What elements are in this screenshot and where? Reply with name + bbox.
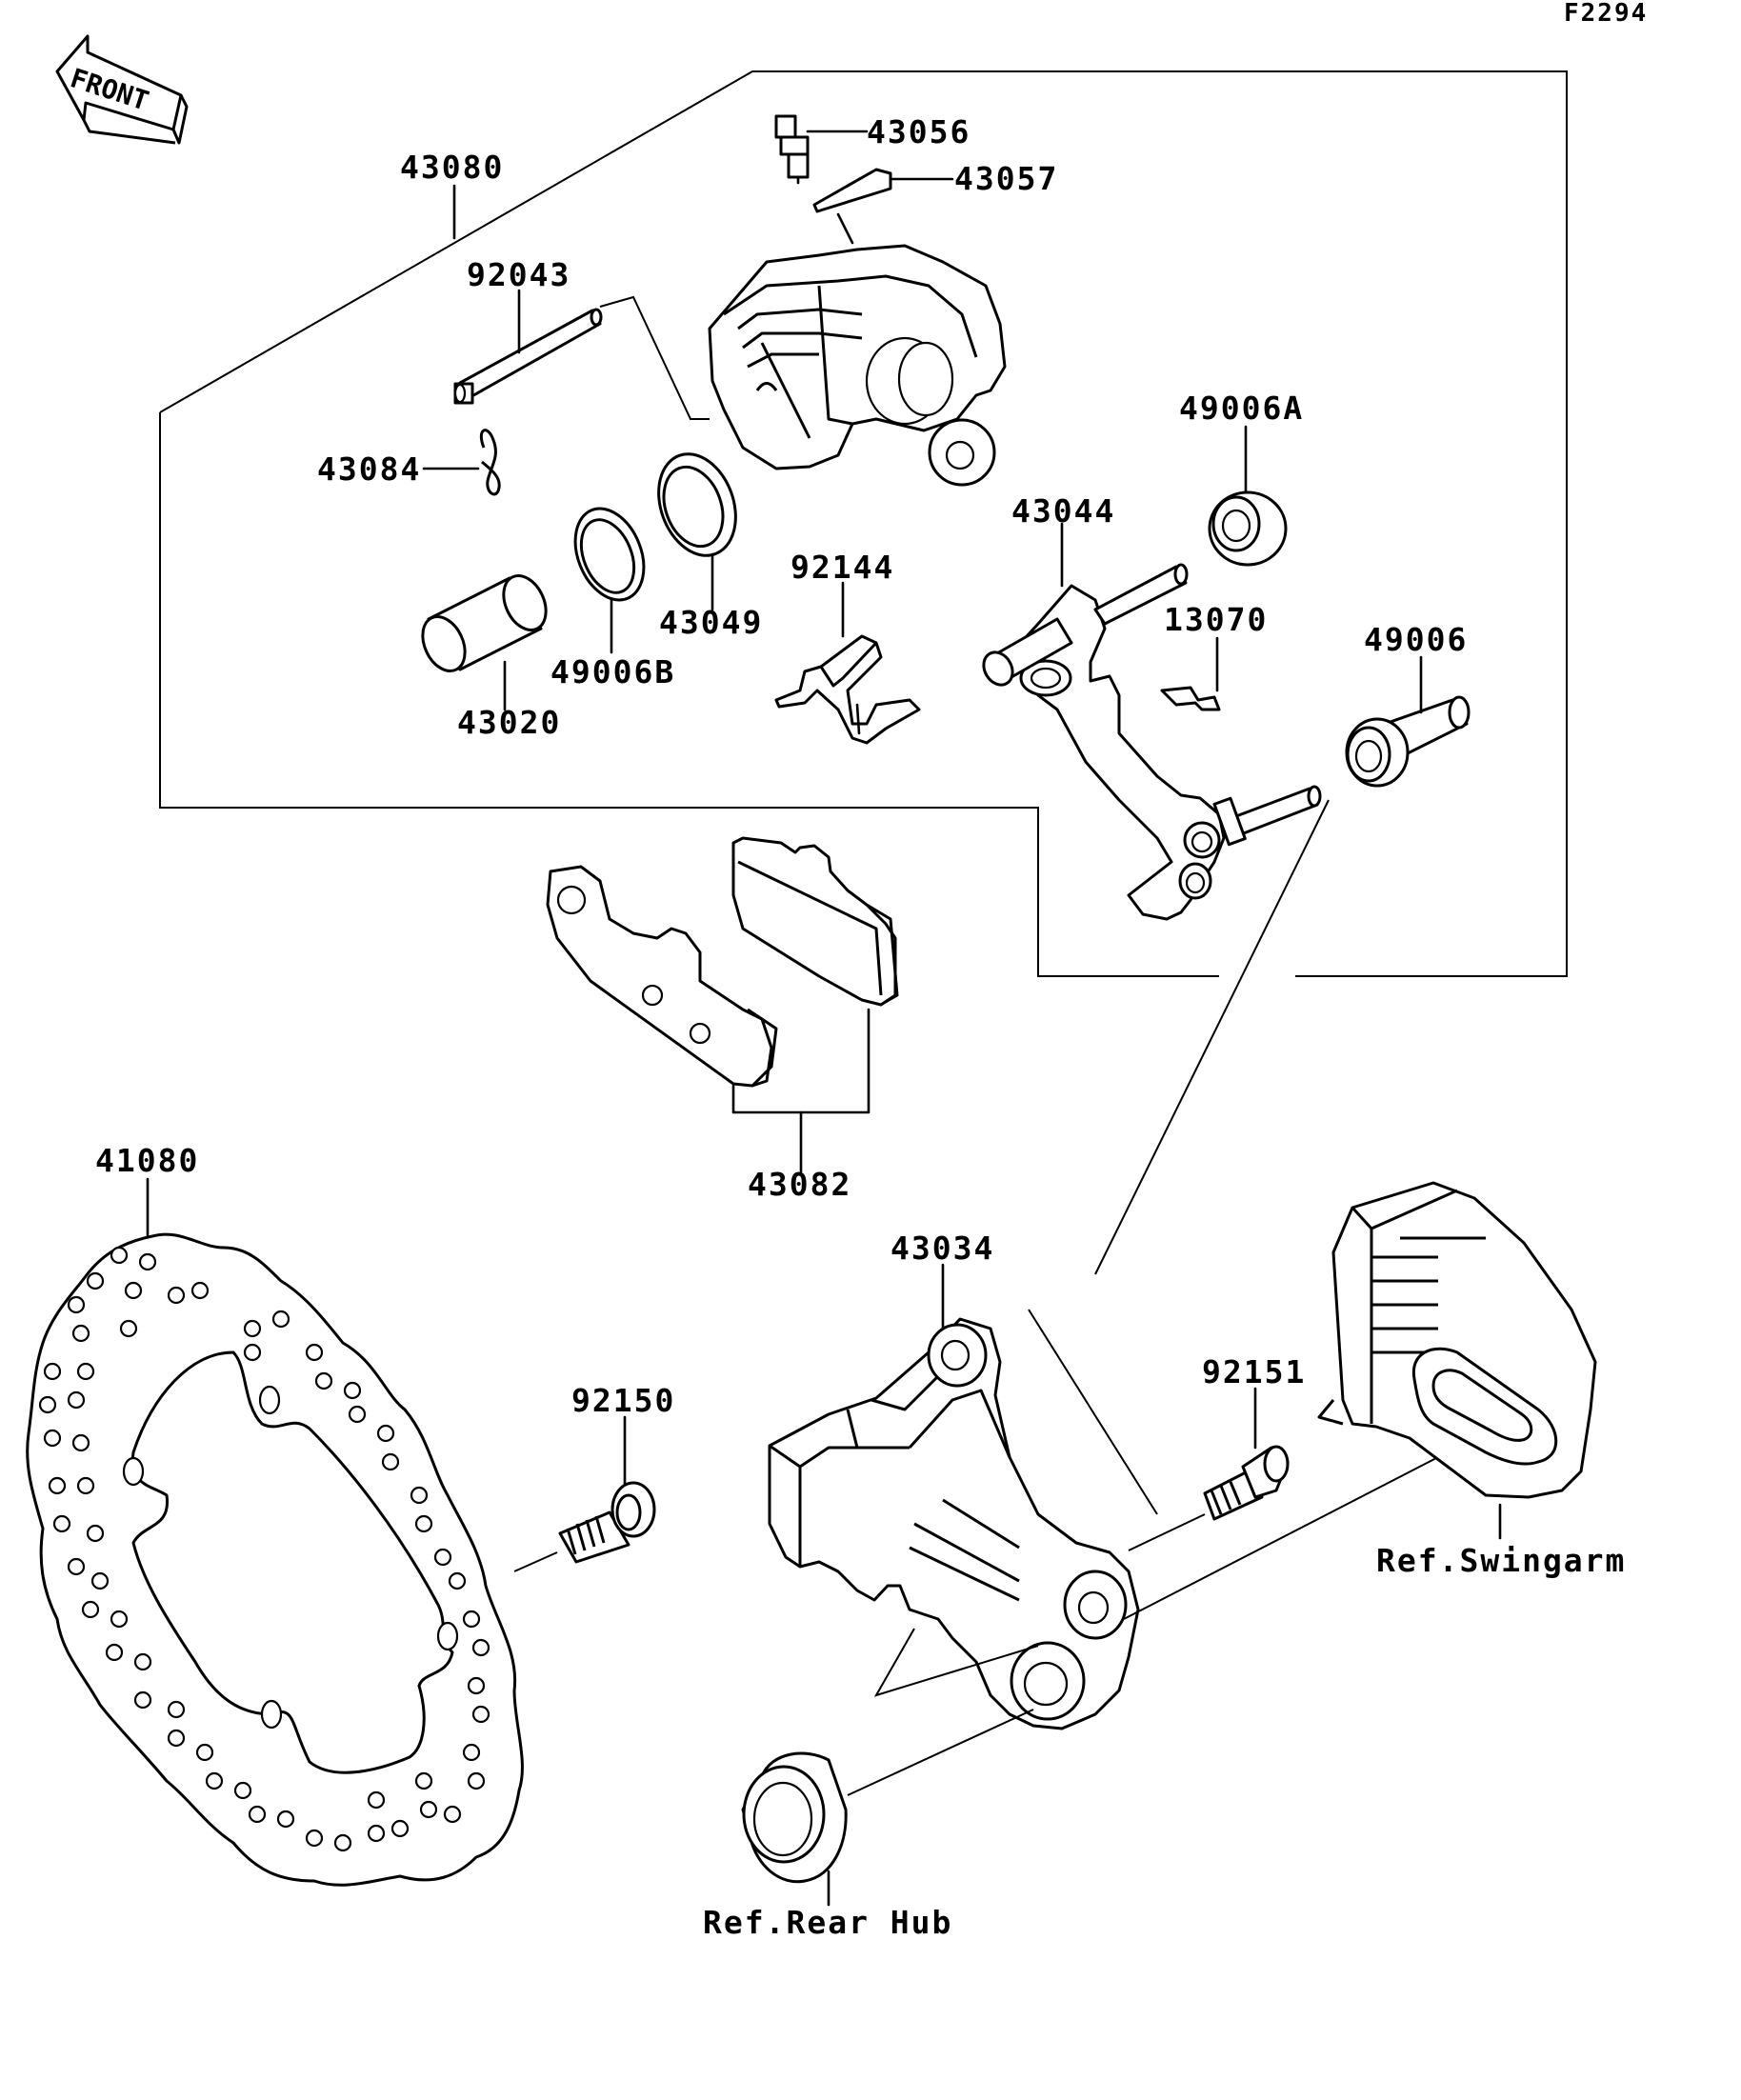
bleeder-cap — [812, 168, 892, 213]
brake-pad-right — [731, 836, 899, 1007]
pin-boot-upper — [1208, 490, 1288, 567]
caliper-support — [982, 563, 1322, 921]
part-label-43082: 43082 — [748, 1166, 851, 1203]
pad-spring — [774, 634, 921, 745]
disc-holes — [38, 1246, 490, 1852]
part-label-49006A: 49006A — [1179, 390, 1304, 427]
diagram-code: F2294 — [1564, 0, 1648, 28]
disc-bolt — [558, 1481, 656, 1564]
caliper-assembly-outline — [159, 412, 1219, 977]
slide-pin — [453, 308, 603, 405]
piston-seal-small — [573, 507, 646, 602]
part-label-43057: 43057 — [954, 160, 1058, 197]
bleeder-valve — [774, 114, 810, 185]
ref-rear-hub-label: Ref.Rear Hub — [703, 1904, 952, 1941]
caliper-piston — [421, 574, 548, 672]
front-arrow-icon: FRONT — [55, 34, 189, 145]
caliper-body — [708, 244, 1007, 487]
part-label-41080: 41080 — [95, 1142, 199, 1179]
pin-boot-lower — [1345, 695, 1471, 788]
ref-swingarm-label: Ref.Swingarm — [1376, 1542, 1626, 1579]
brake-disc — [26, 1232, 524, 1887]
part-label-92151: 92151 — [1202, 1353, 1306, 1390]
rear-hub-collar — [741, 1751, 848, 1884]
part-label-43044: 43044 — [1011, 492, 1115, 530]
part-label-43020: 43020 — [457, 704, 561, 741]
caliper-bracket — [768, 1317, 1140, 1730]
part-label-13070: 13070 — [1164, 601, 1268, 638]
part-label-43056: 43056 — [867, 113, 971, 150]
part-label-43049: 43049 — [659, 604, 763, 641]
part-label-43084: 43084 — [317, 450, 421, 488]
part-label-92144: 92144 — [790, 549, 894, 586]
piston-seal-large — [657, 452, 737, 557]
part-label-92043: 92043 — [467, 256, 570, 293]
part-label-49006: 49006 — [1364, 621, 1468, 658]
retaining-clip — [1160, 686, 1221, 711]
bracket-bolt — [1203, 1445, 1290, 1521]
r-clip — [479, 429, 501, 496]
part-label-49006B: 49006B — [550, 653, 675, 690]
part-label-43034: 43034 — [891, 1230, 994, 1267]
brake-pad-left — [546, 865, 778, 1088]
part-label-43080: 43080 — [400, 149, 504, 186]
part-label-92150: 92150 — [571, 1382, 675, 1419]
swingarm-reference — [1317, 1181, 1597, 1499]
